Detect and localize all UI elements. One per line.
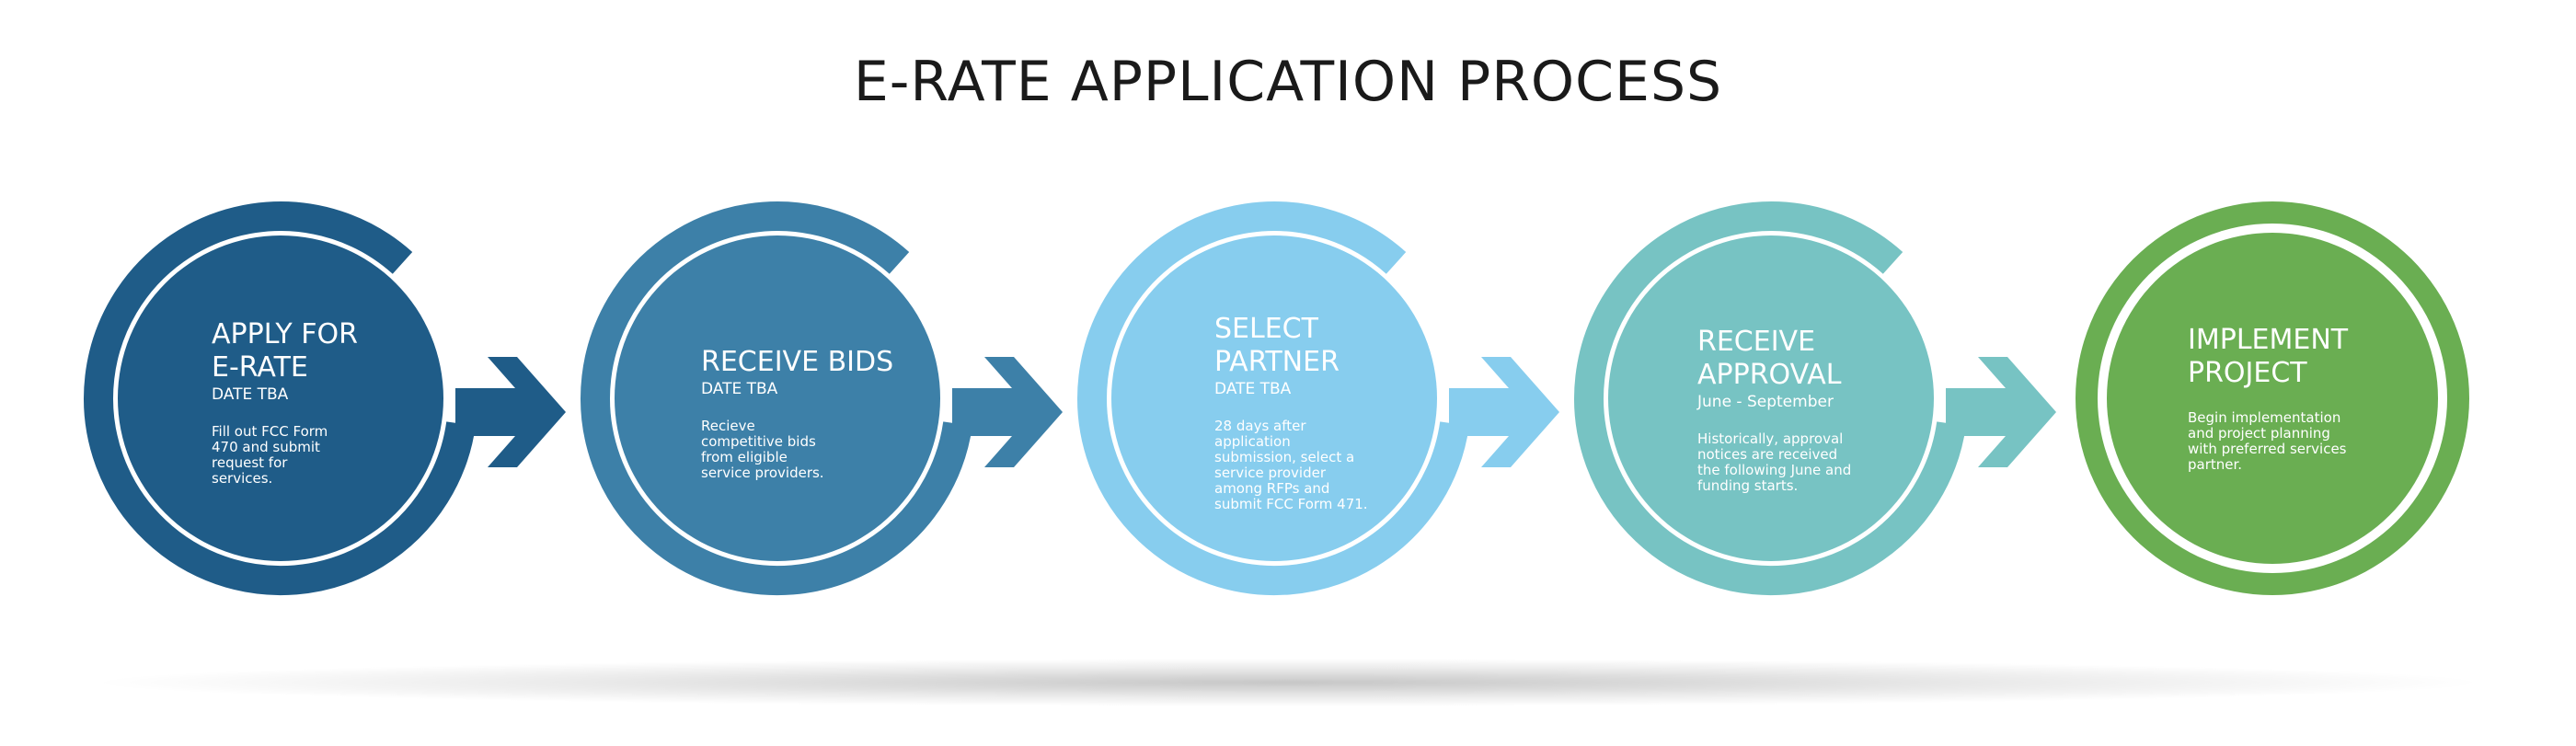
- page-title: E-RATE APPLICATION PROCESS: [853, 50, 1723, 114]
- step-5-graphic: [2076, 201, 2469, 595]
- step-4-description: Historically, approval notices are recei…: [1697, 430, 1852, 494]
- step-1-date: DATE TBA: [212, 385, 289, 404]
- step-2-heading: RECEIVE BIDS: [701, 346, 894, 378]
- step-1-ring: [84, 201, 476, 596]
- step-5-heading: IMPLEMENT PROJECT: [2188, 324, 2349, 389]
- step-4-ring: [1574, 201, 1966, 596]
- step-1-heading: APPLY FOR E-RATE: [212, 318, 359, 384]
- step-2-arrow-icon: [952, 357, 1063, 467]
- step-1-disc: [118, 235, 443, 561]
- step-5-disc: [2107, 233, 2438, 564]
- step-1-graphic: [84, 201, 566, 596]
- step-4-graphic: [1574, 201, 2056, 596]
- step-3-graphic: [1077, 201, 1559, 596]
- step-2-description: Recieve competitive bids from eligible s…: [701, 418, 824, 481]
- step-3-date: DATE TBA: [1214, 380, 1292, 398]
- step-2-date: DATE TBA: [701, 380, 778, 398]
- step-2-disc: [615, 235, 940, 561]
- step-3-heading: SELECT PARTNER: [1214, 313, 1340, 378]
- step-3: SELECT PARTNER DATE TBA 28 days after ap…: [1214, 313, 1368, 512]
- step-3-arrow-icon: [1449, 357, 1559, 467]
- step-2-graphic: [581, 201, 1063, 596]
- step-4-date: June - September: [1697, 393, 1834, 411]
- step-1-description: Fill out FCC Form 470 and submit request…: [212, 423, 328, 487]
- step-1-arrow-icon: [455, 357, 566, 467]
- step-4-heading: RECEIVE APPROVAL: [1697, 326, 1842, 391]
- step-4-arrow-icon: [1946, 357, 2056, 467]
- floor-shadow: [92, 659, 2484, 706]
- step-2: RECEIVE BIDS DATE TBA Recieve competitiv…: [701, 346, 893, 481]
- step-3-description: 28 days after application submission, se…: [1214, 418, 1368, 512]
- step-5-description: Begin implementation and project plannin…: [2188, 409, 2347, 473]
- step-3-ring: [1077, 201, 1469, 596]
- step-4-disc: [1608, 235, 1934, 561]
- step-2-ring: [581, 201, 972, 596]
- step-1: APPLY FOR E-RATE DATE TBA Fill out FCC F…: [212, 318, 358, 487]
- step-4: RECEIVE APPROVAL June - September Histor…: [1697, 326, 1851, 494]
- step-3-disc: [1111, 235, 1437, 561]
- step-5: IMPLEMENT PROJECT Begin implementation a…: [2188, 324, 2348, 473]
